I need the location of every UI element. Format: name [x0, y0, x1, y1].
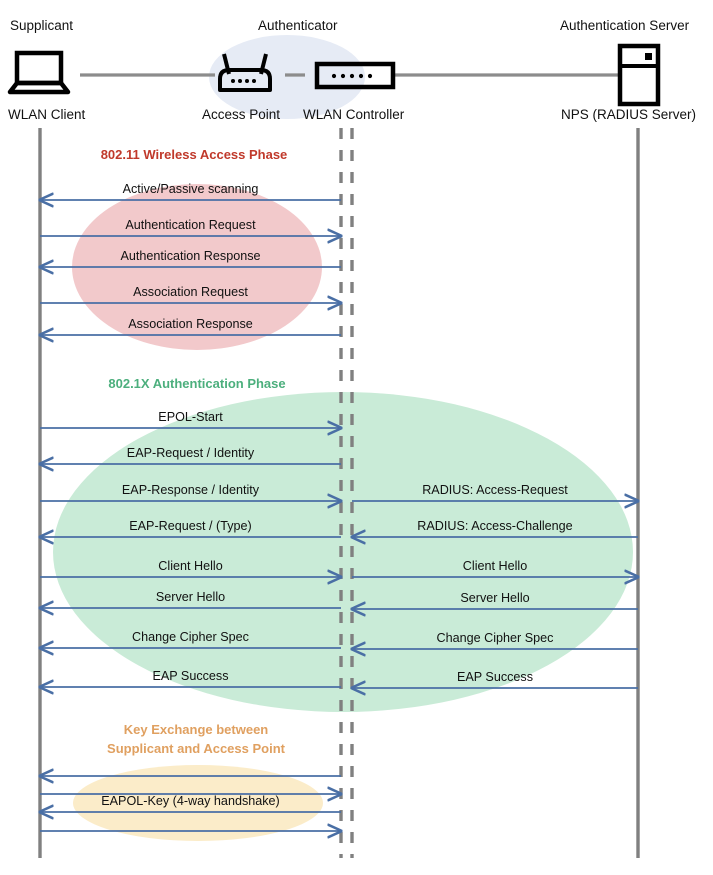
message-label-left-11: Change Cipher Spec: [132, 630, 249, 644]
actor-device-wlan-client: WLAN Client: [8, 107, 86, 122]
phase-label-key-exchange-line2: Supplicant and Access Point: [107, 740, 285, 756]
message-label-right-1: RADIUS: Access-Challenge: [417, 519, 573, 533]
phase-ellipse-8021x: [53, 392, 633, 712]
actor-device-nps: NPS (RADIUS Server): [561, 107, 697, 122]
message-label-left-5: EPOL-Start: [158, 410, 223, 424]
message-arrows-left: [40, 200, 341, 831]
server-rack-icon: [617, 43, 661, 107]
message-label-right-3: Server Hello: [460, 591, 530, 605]
actor-device-wlan-controller: WLAN Controller: [303, 107, 405, 122]
message-label-left-7: EAP-Response / Identity: [121, 483, 260, 497]
actor-role-supplicant: Supplicant: [10, 18, 74, 33]
message-label-left-0: Active/Passive scanning: [122, 182, 259, 196]
network-switch-icon: [314, 61, 396, 90]
message-label-right-2: Client Hello: [462, 559, 528, 573]
message-label-left-4: Association Response: [128, 317, 253, 331]
phase-label-key-exchange: Key Exchange between Supplicant and Acce…: [107, 721, 285, 759]
phase-ellipse-keyexchange: [73, 765, 323, 841]
message-label-left-8: EAP-Request / (Type): [129, 519, 252, 533]
actor-role-authentication-server: Authentication Server: [560, 18, 690, 33]
message-label-left-12: EAP Success: [152, 669, 229, 683]
message-label-right-4: Change Cipher Spec: [436, 631, 554, 645]
wireless-router-icon: [218, 53, 272, 92]
phase-label-8021x: 802.1X Authentication Phase: [108, 376, 286, 391]
phase-label-80211: 802.11 Wireless Access Phase: [100, 147, 288, 162]
phase-label-key-exchange-line1: Key Exchange between: [123, 722, 269, 737]
message-label-left-9: Client Hello: [158, 559, 223, 573]
message-arrows-right: [352, 501, 638, 688]
actor-role-authenticator: Authenticator: [258, 18, 338, 33]
message-label-right-0: RADIUS: Access-Request: [422, 483, 568, 497]
laptop-icon: [7, 50, 71, 95]
message-label-left-10: Server Hello: [155, 590, 226, 604]
message-label-left-15: EAPOL-Key (4-way handshake): [101, 794, 280, 808]
message-label-left-6: EAP-Request / Identity: [126, 446, 255, 460]
authenticator-grouping-ellipse: [209, 35, 365, 119]
message-label-right-5: EAP Success: [456, 670, 534, 684]
message-label-left-1: Authentication Request: [125, 218, 256, 232]
actor-device-access-point: Access Point: [202, 107, 281, 122]
message-label-left-3: Association Request: [133, 285, 248, 299]
message-label-left-2: Authentication Response: [120, 249, 261, 263]
